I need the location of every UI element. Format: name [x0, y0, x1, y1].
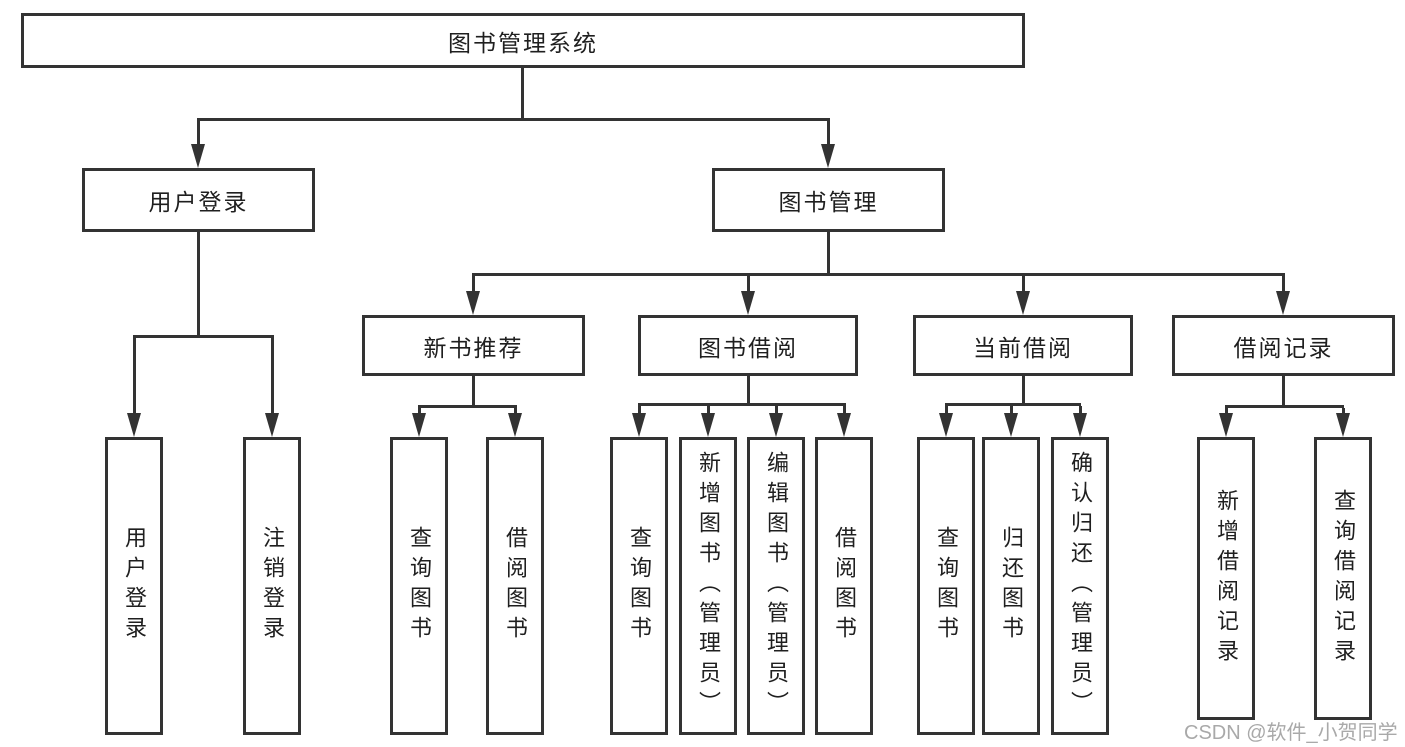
connector-to-user-login [197, 121, 200, 148]
connector-user-login-branch [133, 335, 274, 338]
connector-to-borrowing-records [1282, 276, 1285, 294]
arrowhead-borrow-books-recommend [508, 413, 522, 437]
arrowhead-book-borrowing [741, 291, 755, 315]
leaf-borrow-books-recommend: 借阅图书 [486, 437, 544, 735]
connector-level1-branch [197, 118, 830, 121]
leaf-query-books-current: 查询图书 [917, 437, 975, 735]
arrowhead-current-borrowing [1016, 291, 1030, 315]
connector-to-borrow-books-recommend [514, 408, 517, 417]
connector-to-edit-books-admin [775, 406, 778, 415]
connector-to-query-borrow-record [1342, 408, 1345, 417]
leaf-borrow-books-borrowing: 借阅图书 [815, 437, 873, 735]
arrowhead-leaf-user-login [127, 413, 141, 437]
arrowhead-query-books-borrowing [632, 413, 646, 437]
connector-to-book-borrowing [747, 276, 750, 294]
connector-current-borrowing-branch [945, 403, 1081, 406]
leaf-confirm-return-admin: 确认归还（管理员） [1051, 437, 1109, 735]
leaf-query-books-recommend: 查询图书 [390, 437, 448, 735]
leaf-edit-books-admin: 编辑图书（管理员） [747, 437, 805, 735]
connector-new-book-recommend-stub [472, 376, 475, 407]
connector-current-borrowing-stub [1022, 376, 1025, 405]
connector-to-borrow-books-borrowing [843, 406, 846, 415]
connector-root-stub [521, 68, 524, 120]
leaf-query-books-borrowing: 查询图书 [610, 437, 668, 735]
connector-to-leaf-logout [271, 338, 274, 416]
arrowhead-edit-books-admin [769, 413, 783, 437]
node-current-borrowing: 当前借阅 [913, 315, 1133, 376]
connector-to-new-book-recommend [472, 276, 475, 294]
node-book-borrowing: 图书借阅 [638, 315, 858, 376]
arrowhead-add-books-admin [701, 413, 715, 437]
leaf-add-borrow-record: 新增借阅记录 [1197, 437, 1255, 720]
node-book-management: 图书管理 [712, 168, 945, 232]
leaf-logout: 注销登录 [243, 437, 301, 735]
connector-to-book-management [827, 121, 830, 148]
arrowhead-query-books-recommend [412, 413, 426, 437]
connector-to-add-books-admin [707, 406, 710, 415]
connector-book-management-stub [827, 232, 830, 276]
csdn-watermark: CSDN @软件_小贺同学 [1184, 722, 1398, 744]
connector-borrowing-records-branch [1225, 405, 1344, 408]
connector-book-borrowing-branch [638, 403, 846, 406]
node-user-login: 用户登录 [82, 168, 315, 232]
leaf-user-login: 用户登录 [105, 437, 163, 735]
connector-new-book-recommend-branch [418, 405, 517, 408]
connector-level2-branch [472, 273, 1285, 276]
leaf-return-books: 归还图书 [982, 437, 1040, 735]
arrowhead-add-borrow-record [1219, 413, 1233, 437]
arrowhead-borrow-books-borrowing [837, 413, 851, 437]
arrowhead-user-login [191, 144, 205, 168]
node-borrowing-records: 借阅记录 [1172, 315, 1395, 376]
connector-to-return-books [1010, 406, 1013, 415]
leaf-query-borrow-record: 查询借阅记录 [1314, 437, 1372, 720]
leaf-add-books-admin: 新增图书（管理员） [679, 437, 737, 735]
arrowhead-return-books [1004, 413, 1018, 437]
arrowhead-leaf-logout [265, 413, 279, 437]
arrowhead-borrowing-records [1276, 291, 1290, 315]
node-new-book-recommend: 新书推荐 [362, 315, 585, 376]
connector-to-leaf-user-login [133, 338, 136, 416]
connector-to-confirm-return-admin [1079, 406, 1082, 415]
connector-to-add-borrow-record [1225, 408, 1228, 417]
connector-to-query-books-borrowing [638, 406, 641, 415]
connector-to-query-books-current [945, 406, 948, 415]
connector-to-current-borrowing [1022, 276, 1025, 294]
connector-borrowing-records-stub [1282, 376, 1285, 407]
connector-user-login-stub [197, 232, 200, 337]
node-root: 图书管理系统 [21, 13, 1025, 68]
arrowhead-query-borrow-record [1336, 413, 1350, 437]
arrowhead-new-book-recommend [466, 291, 480, 315]
arrowhead-query-books-current [939, 413, 953, 437]
arrowhead-book-management [821, 144, 835, 168]
connector-book-borrowing-stub [747, 376, 750, 405]
connector-to-query-books-recommend [418, 408, 421, 417]
arrowhead-confirm-return-admin [1073, 413, 1087, 437]
